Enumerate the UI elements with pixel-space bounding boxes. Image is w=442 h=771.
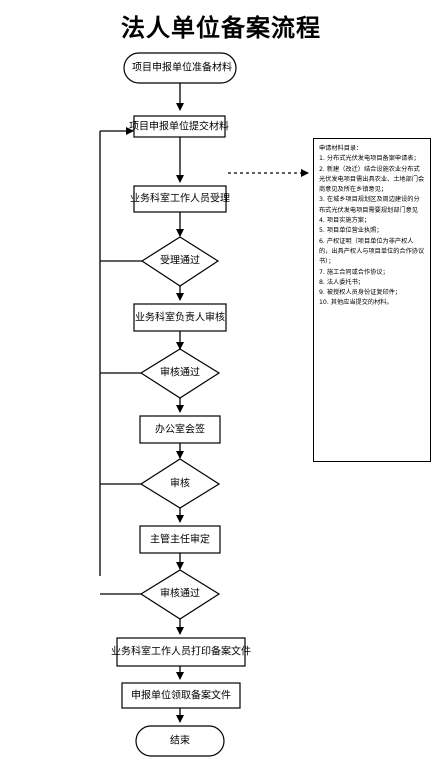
node-final-review-passed bbox=[139, 569, 221, 620]
node-end-label: 结束 bbox=[170, 734, 190, 747]
node-review-head bbox=[133, 303, 227, 332]
node-collect bbox=[121, 682, 241, 709]
node-accept-passed-label: 受理通过 bbox=[160, 254, 200, 267]
materials-heading: 申请材料目录： bbox=[319, 145, 363, 152]
node-end bbox=[135, 725, 225, 757]
node-review-passed bbox=[139, 348, 221, 399]
materials-item: 7. 施工合同或合作协议； bbox=[319, 268, 389, 276]
node-office-sign-label: 办公室会签 bbox=[155, 423, 205, 436]
node-accept-label: 业务科室工作人员受理 bbox=[130, 192, 230, 205]
node-collect-label: 申报单位领取备案文件 bbox=[131, 689, 231, 702]
materials-item: 6. 产权证明（项目单位为非产权人的，出具产权人与项目单位的合作协议书）； bbox=[319, 237, 425, 266]
node-print bbox=[116, 637, 246, 667]
node-accept-passed bbox=[140, 236, 220, 287]
node-start bbox=[123, 52, 237, 84]
node-review-head-label: 业务科室负责人审核 bbox=[135, 311, 225, 324]
materials-item: 5. 项目单位营业执照； bbox=[319, 227, 383, 235]
node-review bbox=[139, 458, 221, 509]
node-office-sign bbox=[139, 415, 221, 444]
materials-item: 3. 在城乡项目规划区及周边建设的分布式光伏发电项目需要规划部门意见 bbox=[319, 196, 420, 214]
node-leader-approve-label: 主管主任审定 bbox=[150, 533, 210, 546]
node-review-label: 审核 bbox=[170, 477, 190, 490]
node-leader-approve bbox=[139, 525, 221, 554]
node-submit bbox=[133, 115, 226, 138]
materials-item: 2. 新建（改迁）结合设施农业分布式光伏发电项目需出具农业、土地部门会商意见及所… bbox=[319, 165, 425, 194]
materials-note: 申请材料目录： 1. 分布式光伏发电项目备案申请表； 2. 新建（改迁）结合设施… bbox=[313, 138, 431, 462]
node-print-label: 业务科室工作人员打印备案文件 bbox=[111, 645, 251, 658]
materials-item: 4. 项目实施方案； bbox=[319, 217, 371, 225]
node-review-passed-label: 审核通过 bbox=[160, 366, 200, 379]
node-submit-label: 项目申报单位提交材料 bbox=[129, 120, 229, 133]
materials-item: 10. 其他应当提交的材料。 bbox=[319, 299, 393, 307]
materials-item: 1. 分布式光伏发电项目备案申请表； bbox=[319, 155, 420, 163]
materials-item: 9. 被授权人员身份证复印件； bbox=[319, 289, 402, 297]
page-title: 法人单位备案流程 bbox=[121, 14, 321, 42]
node-start-label: 项目申报单位准备材料 bbox=[132, 61, 232, 74]
node-accept bbox=[133, 185, 227, 213]
materials-item: 8. 法人委托书； bbox=[319, 278, 364, 286]
node-final-review-passed-label: 审核通过 bbox=[160, 587, 200, 600]
